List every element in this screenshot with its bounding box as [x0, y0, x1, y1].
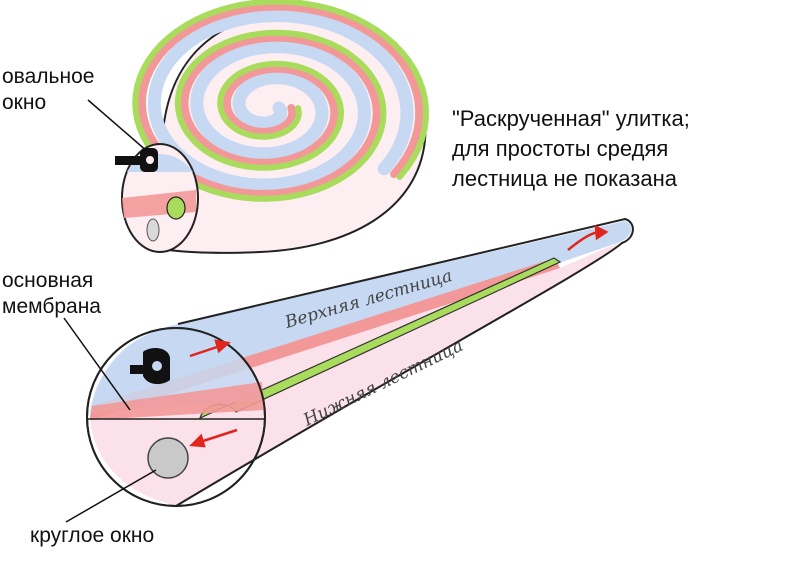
coiled-cochlea	[115, 0, 429, 254]
round-window-leader	[65, 469, 157, 523]
round-window-label: круглое окно	[30, 524, 155, 547]
coiled-membrane-end	[166, 196, 186, 220]
middle-band-spiral	[137, 2, 424, 198]
membrane-spiral	[132, 0, 429, 202]
end-stapes-icon	[130, 348, 170, 385]
membrane-leader	[63, 317, 131, 411]
upper-scala-spiral	[147, 8, 414, 192]
oval-window-label: овальное окно	[2, 65, 95, 114]
coiled-round-window	[146, 218, 160, 242]
oval-window-leader	[87, 99, 149, 153]
leader-lines	[63, 99, 157, 523]
round-window	[147, 437, 189, 479]
flow-arrows	[189, 224, 609, 448]
end-face-red	[90, 382, 264, 420]
lower-scala-region	[90, 242, 620, 505]
basilar-membrane-label: основная мембрана	[2, 269, 101, 318]
uncoiled-outline	[175, 217, 634, 507]
end-face-outline	[86, 327, 266, 507]
uncoiled-cochlea: Верхняя лестница Нижняя лестница	[86, 217, 634, 507]
caption-text: "Раскрученная" улитка; для простоты сред…	[452, 106, 690, 191]
stapes-icon	[115, 148, 158, 172]
